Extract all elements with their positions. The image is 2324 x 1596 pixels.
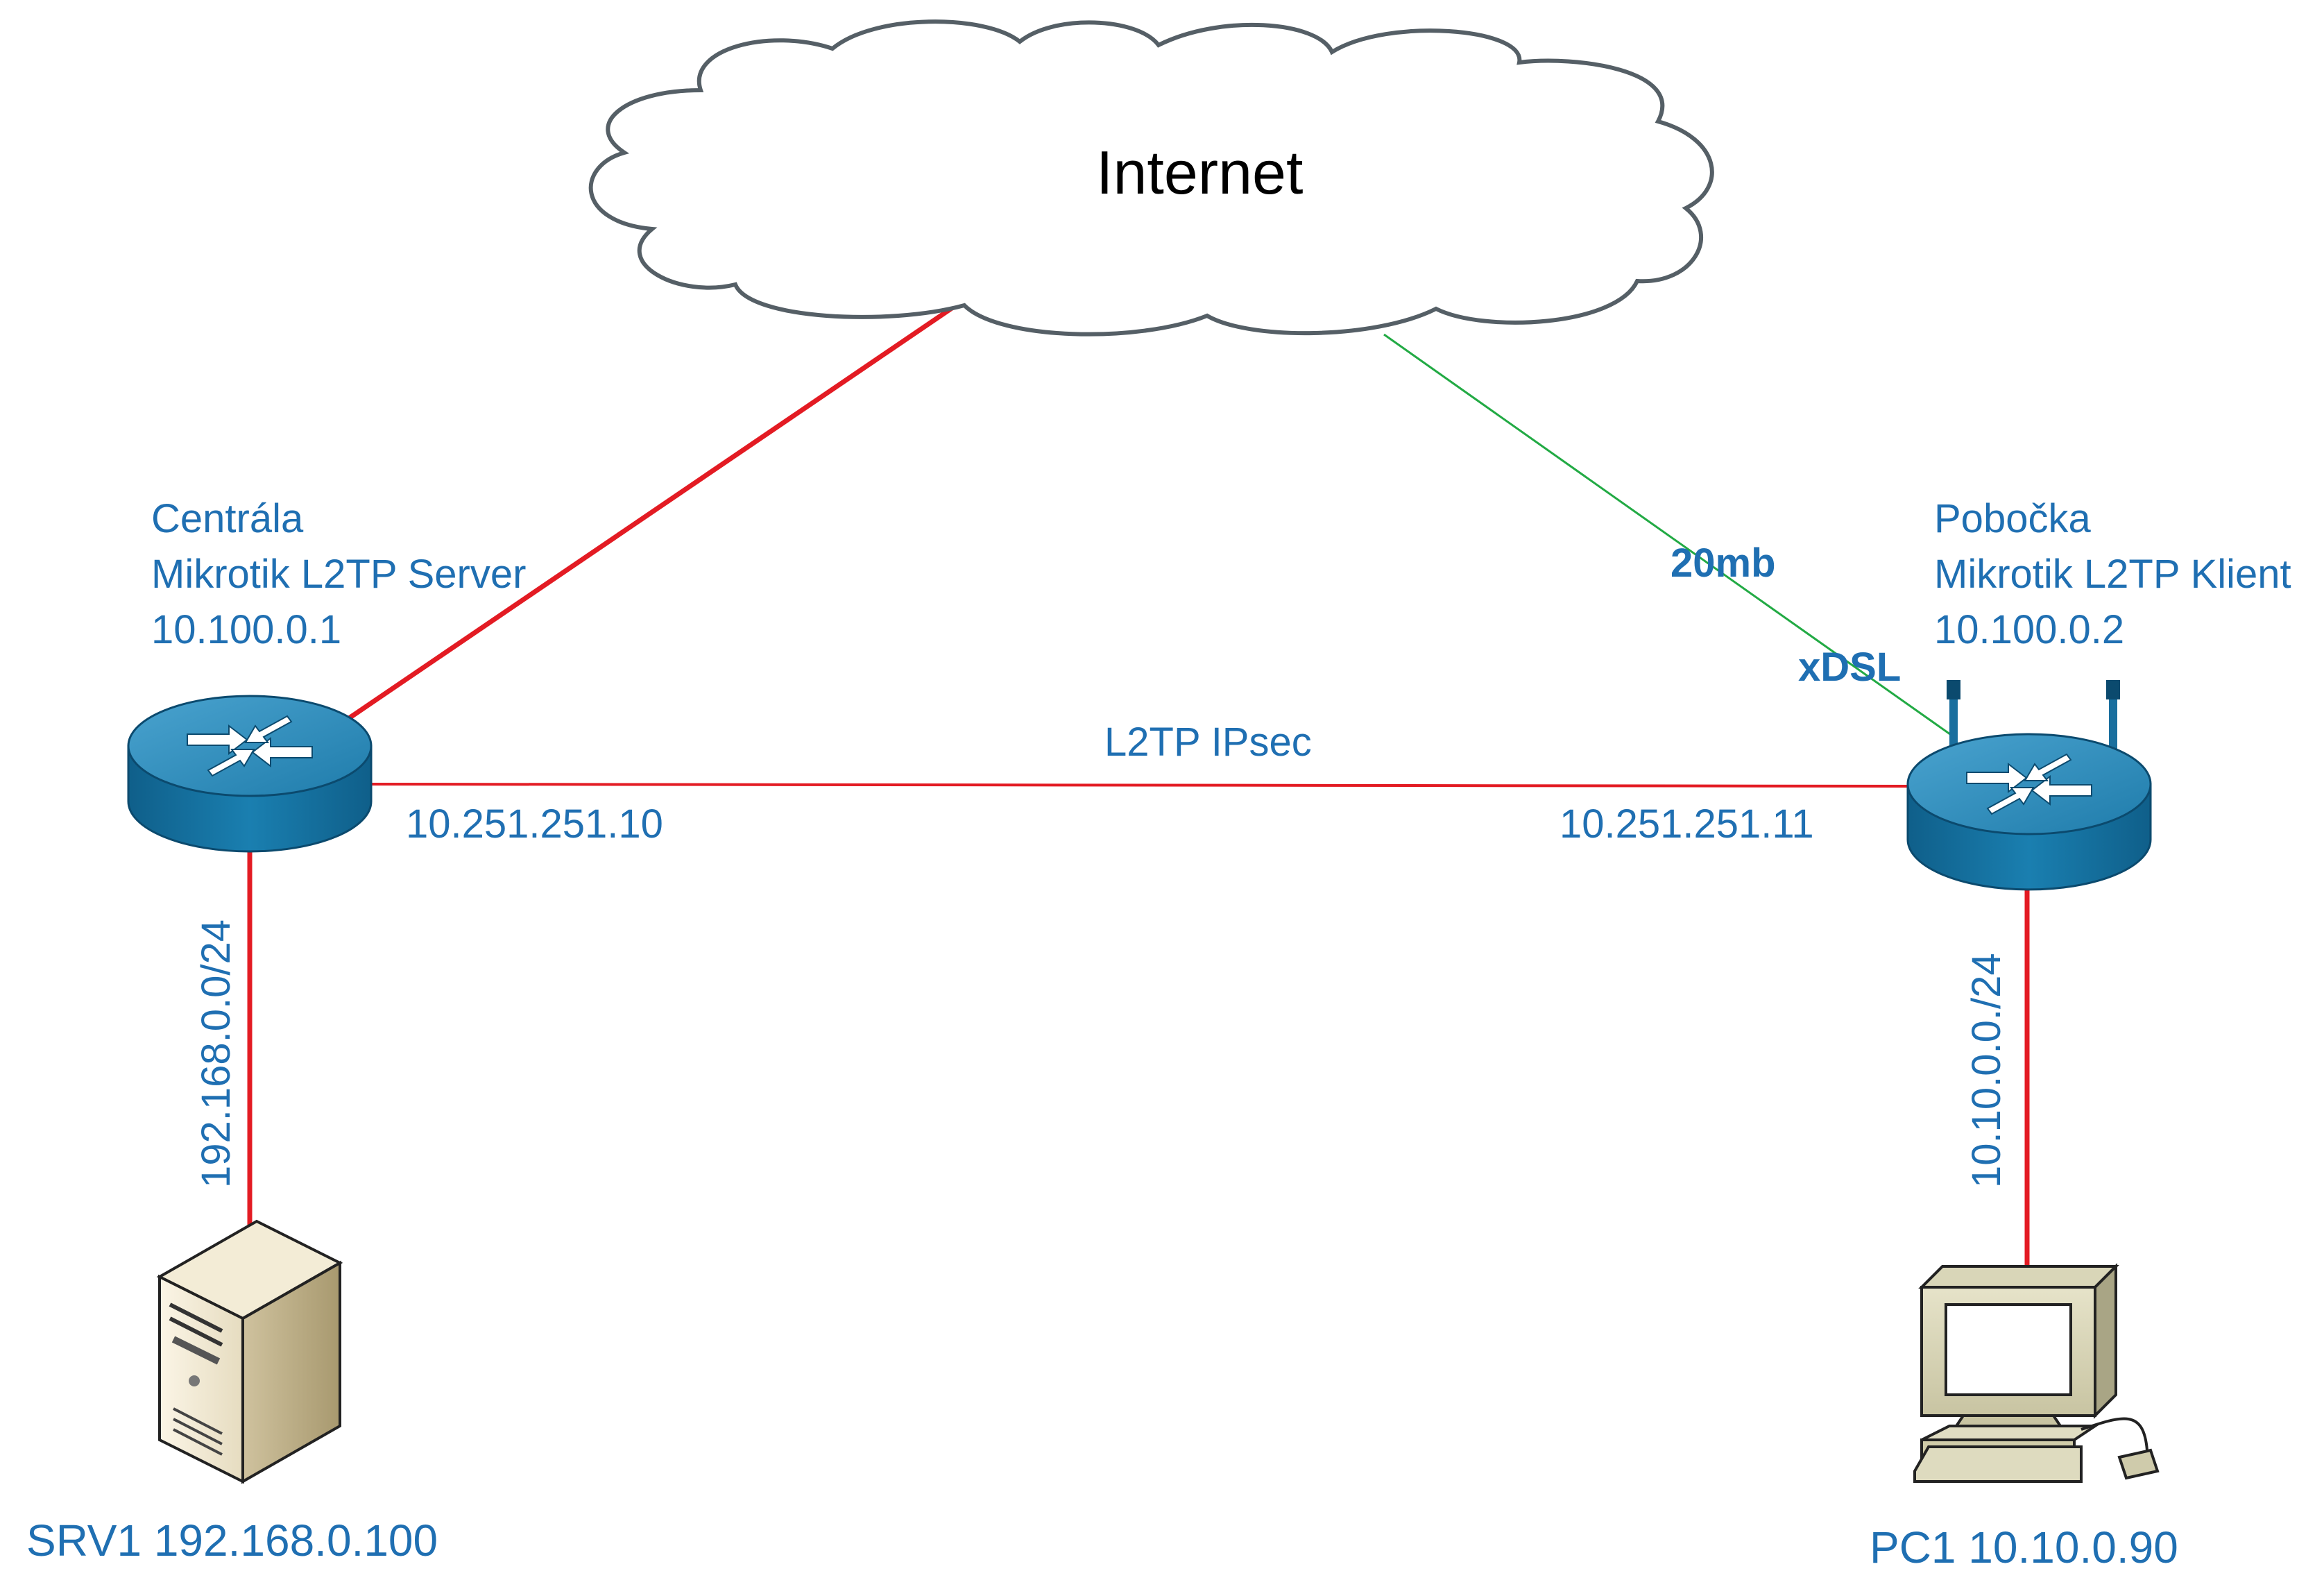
link-central-internet [330,303,957,732]
central-role: Mikrotik L2TP Server [151,552,527,597]
branch-tunnel-ip: 10.251.251.11 [1560,801,1814,847]
branch-lan-label: 10.10.0.0./24 [1964,953,2009,1188]
pc-icon [1913,1263,2160,1483]
branch-name: Pobočka [1934,496,2091,541]
branch-role: Mikrotik L2TP Klient [1934,552,2291,597]
link-branch-internet [1383,333,1956,739]
router-branch-icon [1906,680,2152,891]
central-tunnel-ip: 10.251.251.10 [406,801,663,847]
central-name: Centrála [151,496,304,541]
central-ip: 10.100.0.1 [151,607,342,652]
tunnel-label: L2TP IPsec [1104,720,1312,765]
branch-ip: 10.100.0.2 [1934,607,2125,652]
router-central-icon [127,695,373,853]
uplink-speed: 20mb [1671,541,1776,586]
pc-label: PC1 10.10.0.90 [1870,1522,2178,1572]
link-l2tp-tunnel [367,783,1915,788]
server-icon [156,1219,343,1484]
internet-cloud-icon [588,19,1714,337]
uplink-type: xDSL [1798,645,1902,690]
central-lan-label: 192.168.0.0/24 [194,919,239,1188]
server-label: SRV1 192.168.0.100 [26,1516,438,1565]
internet-label: Internet [1096,138,1304,207]
